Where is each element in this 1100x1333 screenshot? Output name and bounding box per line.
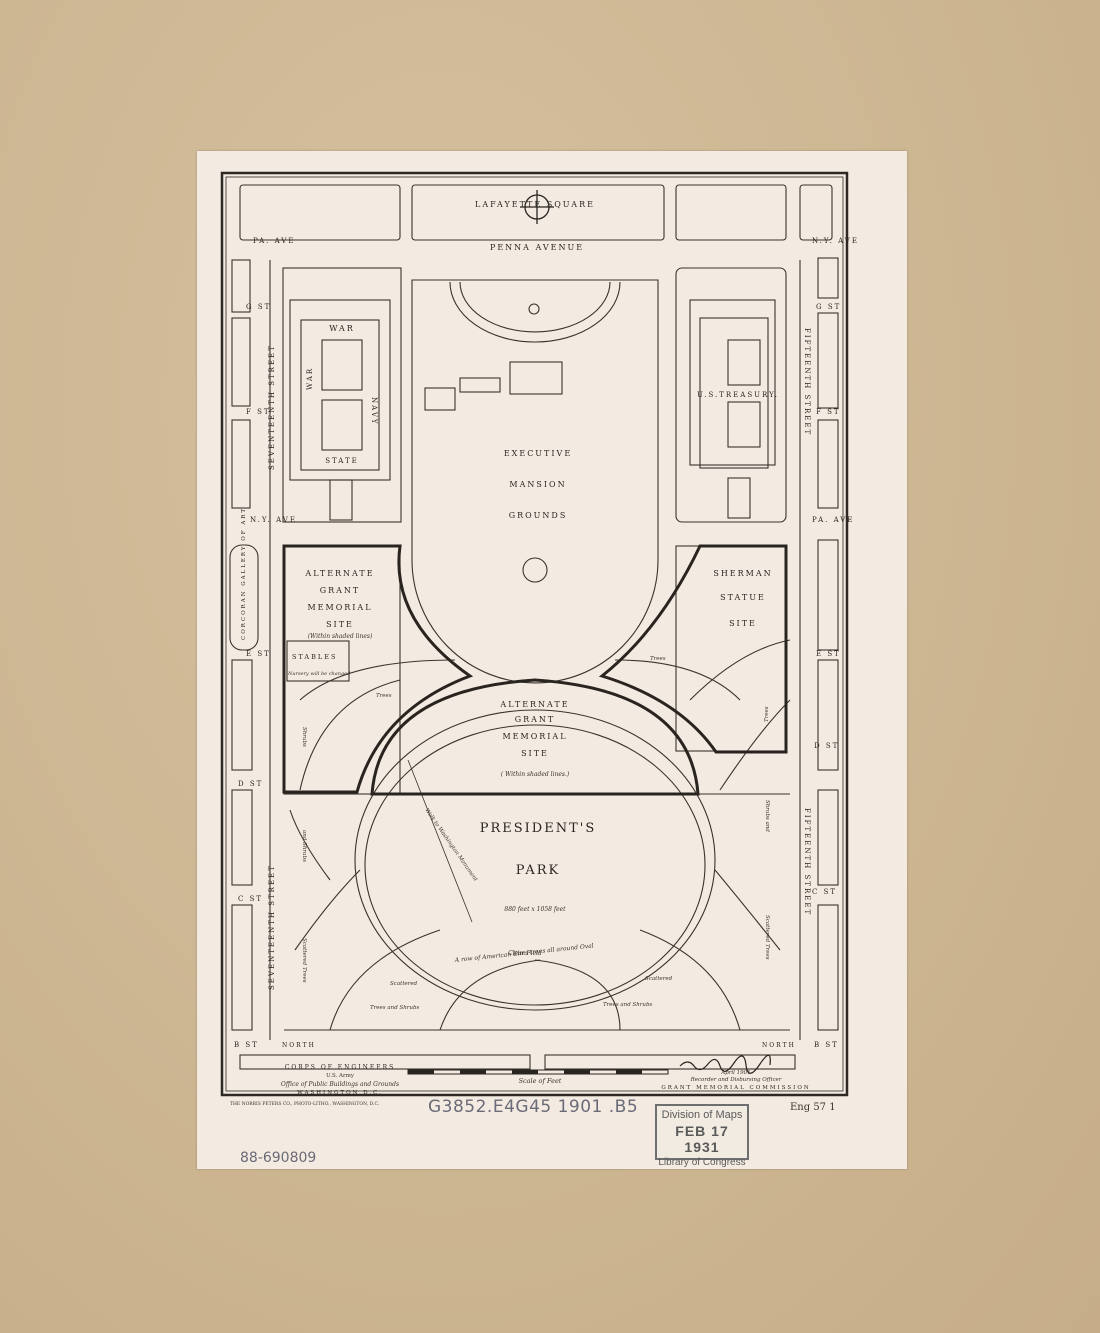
signature-icon (679, 1054, 771, 1074)
alt-center-note: ( Within shaded lines.) (501, 771, 570, 778)
footer-commission: GRANT MEMORIAL COMMISSION (661, 1085, 810, 1091)
state-label: STATE (325, 457, 359, 465)
presidents-label: PRESIDENT'S (480, 821, 597, 836)
treasury-label: U.S.TREASURY. (697, 391, 779, 399)
alt-center-line2: GRANT (515, 715, 556, 724)
b-st-left-label: B ST (234, 1041, 259, 1049)
war-label-top: WAR (329, 324, 355, 333)
shrubs-right-lower-label: Shrubs and (764, 800, 770, 832)
war-label-side: WAR (306, 367, 314, 390)
park-label: PARK (516, 863, 560, 878)
d-st-right-label: D ST (814, 742, 839, 750)
alt-left-note: (Within shaded lines) (308, 633, 373, 640)
stamp-line3: Library of Congress (658, 1157, 746, 1168)
d-st-left-label: D ST (238, 780, 263, 788)
footer-date: April 1901 (720, 1070, 750, 1076)
trees-right-vert-label: Trees (764, 706, 770, 722)
footer-washington: WASHINGTON D.C. (297, 1090, 383, 1096)
executive-label: EXECUTIVE (504, 449, 572, 458)
sherman-line1: SHERMAN (713, 569, 772, 578)
scattered-right-label: Scattered Trees (764, 915, 770, 960)
clear-field-label: Clear Field (508, 950, 542, 957)
pa-ave-right-label: PA. AVE (812, 516, 854, 524)
trees-shrubs-right: Trees and Shrubs (603, 1002, 652, 1008)
sherman-line3: SITE (729, 619, 757, 628)
ny-ave-left-label: N.Y. AVE (250, 516, 297, 524)
g-st-right-label: G ST (816, 303, 841, 311)
stamp-line2: FEB 17 1931 (675, 1123, 729, 1155)
map-border (220, 171, 849, 1097)
fifteenth-street-upper: FIFTEENTH STREET (803, 328, 811, 436)
north-right-label: NORTH (762, 1042, 796, 1049)
scattered-bottom-left: Scattered (390, 981, 418, 987)
alt-left-line2: GRANT (320, 586, 361, 595)
penna-avenue-label: PENNA AVENUE (490, 243, 584, 252)
fifteenth-street-lower: FIFTEENTH STREET (803, 808, 811, 916)
scale-label: Scale of Feet (519, 1077, 562, 1085)
stables-label: STABLES (292, 653, 337, 661)
e-st-right-label: E ST (816, 650, 841, 658)
pa-ave-left-label: PA. AVE (253, 237, 295, 245)
plate-number: Eng 57 1 (790, 1102, 836, 1113)
stamp-line1: Division of Maps (661, 1109, 743, 1121)
shaded-site-boundaries (282, 544, 788, 796)
grounds-label: GROUNDS (509, 511, 568, 520)
scale-bar (407, 1069, 669, 1075)
ny-ave-right-label: N.Y. AVE (812, 237, 859, 245)
e-st-left-label: E ST (246, 650, 271, 658)
alt-left-line4: SITE (326, 620, 354, 629)
sherman-line2: STATUE (720, 593, 766, 602)
alt-center-line4: SITE (521, 749, 549, 758)
alt-center-line1: ALTERNATE (499, 700, 569, 709)
printer-credit: THE NORRIS PETERS CO., PHOTO-LITHO., WAS… (230, 1101, 380, 1107)
north-left-label: NORTH (282, 1042, 316, 1049)
footer-recorder: Recorder and Disbursing Officer (690, 1077, 782, 1083)
lafayette-fountain-icon (520, 190, 554, 224)
seventeenth-street-lower: SEVENTEENTH STREET (268, 864, 276, 990)
alt-center-line3: MEMORIAL (502, 732, 567, 741)
dimensions-label: 880 feet x 1058 feet (504, 906, 566, 913)
accession-number: 88-690809 (240, 1150, 317, 1166)
mansion-label: MANSION (509, 480, 566, 489)
c-st-right-label: C ST (812, 888, 837, 896)
trees-right-label: Trees (650, 656, 666, 662)
alt-left-line3: MEMORIAL (307, 603, 372, 612)
footer-corps: CORPS OF ENGINEERS (285, 1064, 396, 1071)
navy-label: NAVY (370, 397, 378, 426)
footer-office: Office of Public Buildings and Grounds (281, 1081, 399, 1088)
scattered-bottom-right: Scattered (645, 976, 673, 982)
b-st-right-label: B ST (814, 1041, 839, 1049)
f-st-right-label: F ST (816, 408, 841, 416)
f-st-left-label: F ST (246, 408, 271, 416)
map-sheet (197, 151, 907, 1169)
map-inner-border (225, 176, 844, 1092)
call-number: G3852.E4G45 1901 .B5 (428, 1097, 639, 1117)
stables-note: Nursery will be changed (287, 671, 350, 677)
lafayette-square-label: LAFAYETTE SQUARE (475, 200, 595, 209)
c-st-left-label: C ST (238, 895, 263, 903)
scattered-left-label: Scattered Trees (301, 938, 307, 983)
shrubs-left-label: Shrubs (301, 727, 307, 747)
g-st-left-label: G ST (246, 303, 271, 311)
shrubs-left-lower-label: and Shrubs (301, 830, 307, 862)
trees-left-label: Trees (376, 693, 392, 699)
footer-army: U.S. Army (326, 1073, 355, 1079)
alt-left-line1: ALTERNATE (304, 569, 374, 578)
seventeenth-street-upper: SEVENTEENTH STREET (268, 344, 276, 470)
corcoran-label: CORCORAN GALLERY OF ART (241, 507, 247, 640)
diagonal-walk-note: Walk to Washington Monument (423, 808, 478, 884)
trees-shrubs-left: Trees and Shrubs (370, 1005, 419, 1011)
library-stamp: Division of Maps FEB 17 1931 Library of … (655, 1104, 749, 1168)
